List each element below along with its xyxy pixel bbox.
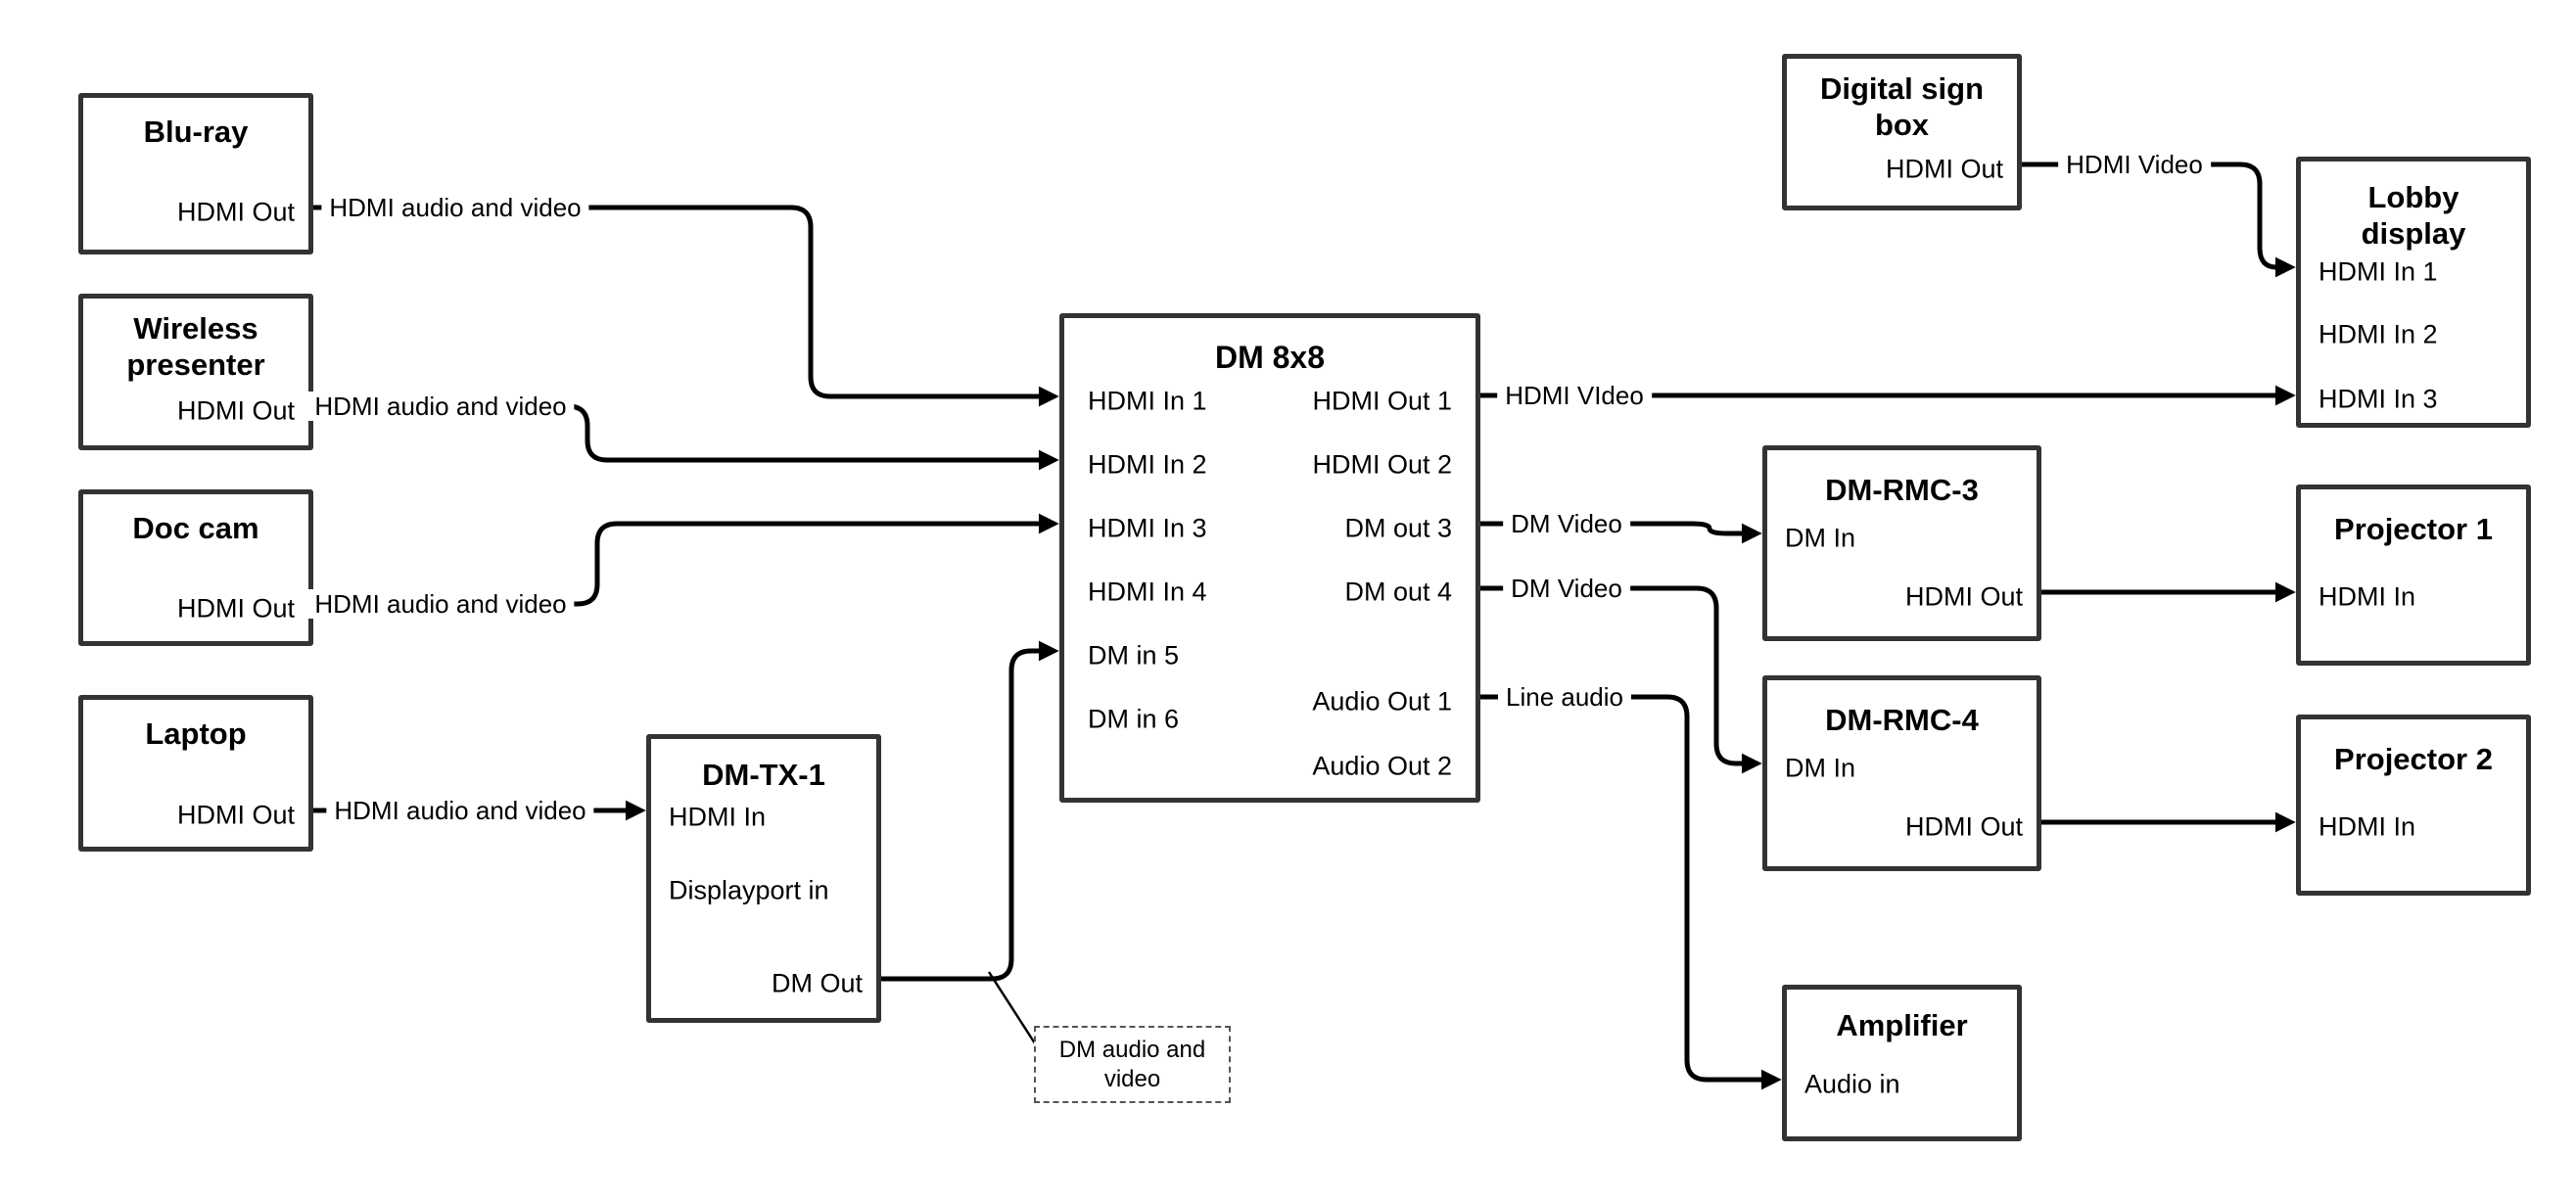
node-lobby-display: Lobby display HDMI In 1 HDMI In 2 HDMI I… <box>2296 157 2531 428</box>
node-digital-sign-box: Digital sign box HDMI Out <box>1782 54 2022 210</box>
wire-label-hdmi-av-bluray: HDMI audio and video <box>321 193 589 222</box>
port-hdmi-out: HDMI Out <box>176 593 295 624</box>
node-title: DM-RMC-4 <box>1825 703 1979 737</box>
port-hdmi-out: HDMI Out <box>1885 154 2003 184</box>
node-wireless-presenter: Wireless presenter HDMI Out <box>78 294 313 450</box>
port-hdmi-out: HDMI Out <box>1904 581 2023 612</box>
wire-bluray-to-dm8x8-in1 <box>313 205 1059 407</box>
port-hdmi-in: HDMI In <box>2318 811 2416 842</box>
port-dm-out-4: DM out 4 <box>1344 577 1452 607</box>
callout-text: DM audio and video <box>1058 1036 1206 1092</box>
node-amplifier: Amplifier Audio in <box>1782 985 2022 1141</box>
node-doc-cam: Doc cam HDMI Out <box>78 489 313 646</box>
node-title: Projector 2 <box>2334 742 2493 776</box>
wire-digitalsign-to-lobby-in1 <box>2022 162 2296 278</box>
node-title: DM 8x8 <box>1214 340 1326 375</box>
node-title: Amplifier <box>1836 1008 1968 1042</box>
port-hdmi-in-2: HDMI In 2 <box>2318 319 2438 349</box>
port-hdmi-in-1: HDMI In 1 <box>2318 256 2438 287</box>
port-displayport-in: Displayport in <box>669 875 829 905</box>
node-dm-8x8: DM 8x8 HDMI In 1 HDMI In 2 HDMI In 3 HDM… <box>1059 313 1480 803</box>
wire-label-hdmi-av-wireless: HDMI audio and video <box>306 392 575 421</box>
node-title: DM-TX-1 <box>702 758 825 792</box>
wire-label-dm-video-out3: DM Video <box>1503 509 1630 538</box>
port-hdmi-out: HDMI Out <box>1904 811 2023 842</box>
node-title: Projector 1 <box>2334 512 2493 546</box>
port-hdmi-out-1: HDMI Out 1 <box>1312 386 1452 416</box>
port-dm-in-6: DM in 6 <box>1088 704 1180 734</box>
node-title: DM-RMC-3 <box>1825 473 1979 507</box>
port-hdmi-in-3: HDMI In 3 <box>2318 384 2438 414</box>
callout-leader-line <box>987 971 1037 1044</box>
wire-label-hdmi-video-sign: HDMI Video <box>2058 150 2211 179</box>
port-hdmi-in: HDMI In <box>669 802 767 832</box>
node-projector-1: Projector 1 HDMI In <box>2296 485 2531 666</box>
port-hdmi-out: HDMI Out <box>176 197 295 227</box>
port-hdmi-in: HDMI In <box>2318 581 2416 612</box>
port-dm-in: DM In <box>1785 753 1856 783</box>
node-laptop: Laptop HDMI Out <box>78 695 313 852</box>
port-hdmi-out-2: HDMI Out 2 <box>1312 449 1452 480</box>
node-projector-2: Projector 2 HDMI In <box>2296 715 2531 896</box>
wire-label-dm-video-out4: DM Video <box>1503 574 1630 603</box>
wire-label-hdmi-av-doccam: HDMI audio and video <box>306 589 575 619</box>
node-blu-ray: Blu-ray HDMI Out <box>78 93 313 254</box>
node-title: Doc cam <box>132 511 259 545</box>
port-audio-out-1: Audio Out 1 <box>1312 686 1452 716</box>
node-title: Laptop <box>145 716 247 751</box>
wire-label-hdmi-video-out1: HDMI VIdeo <box>1497 381 1652 410</box>
port-hdmi-in-1: HDMI In 1 <box>1088 386 1207 416</box>
port-hdmi-out: HDMI Out <box>176 800 295 830</box>
port-hdmi-in-2: HDMI In 2 <box>1088 449 1207 480</box>
node-title: Blu-ray <box>143 115 249 149</box>
node-title: Digital sign box <box>1819 71 1985 142</box>
node-title: Wireless presenter <box>126 311 265 382</box>
port-dm-out-3: DM out 3 <box>1344 513 1452 543</box>
node-title: Lobby display <box>2361 180 2466 251</box>
node-dm-tx-1: DM-TX-1 HDMI In Displayport in DM Out <box>646 734 881 1023</box>
port-hdmi-in-4: HDMI In 4 <box>1088 577 1207 607</box>
wire-dm8x8-audio1-to-amplifier <box>1469 694 1782 1090</box>
port-audio-out-2: Audio Out 2 <box>1312 751 1452 781</box>
port-dm-in-5: DM in 5 <box>1088 640 1180 670</box>
wire-dm8x8-out4-to-dmrmc4 <box>1469 585 1762 774</box>
port-audio-in: Audio in <box>1804 1069 1900 1099</box>
wire-label-line-audio: Line audio <box>1498 682 1631 712</box>
port-dm-out: DM Out <box>771 968 863 998</box>
wire-label-hdmi-av-laptop: HDMI audio and video <box>326 796 594 825</box>
port-hdmi-in-3: HDMI In 3 <box>1088 513 1207 543</box>
node-dm-rmc-3: DM-RMC-3 DM In HDMI Out <box>1762 445 2041 641</box>
port-dm-in: DM In <box>1785 523 1856 553</box>
node-dm-rmc-4: DM-RMC-4 DM In HDMI Out <box>1762 675 2041 871</box>
port-hdmi-out: HDMI Out <box>176 395 295 426</box>
callout-dm-audio-video: DM audio and video <box>1034 1026 1231 1103</box>
wire-dmtx1-to-dm8x8-in5 <box>881 640 1059 982</box>
